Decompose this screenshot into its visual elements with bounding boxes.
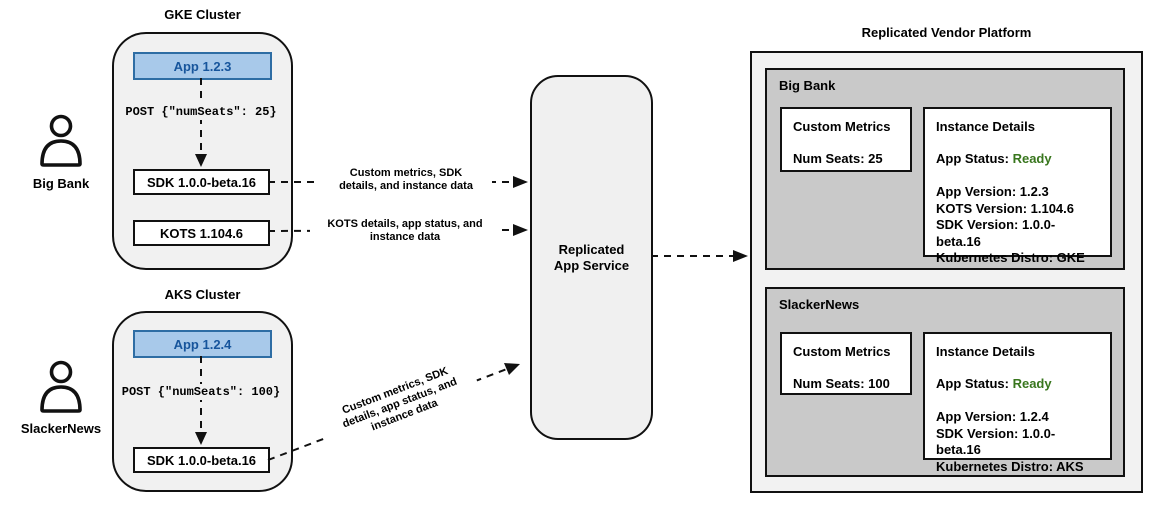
arrow-label-sdk-data: Custom metrics, SDK details, and instanc… <box>320 167 492 193</box>
platform-bigbank-name: Big Bank <box>779 78 836 93</box>
gke-post-label: POST {"numSeats": 25} <box>120 104 282 120</box>
slackernews-app-status: App Status: Ready <box>936 376 1052 391</box>
bigbank-num-seats: Num Seats: 25 <box>793 151 883 166</box>
aks-sdk-box: SDK 1.0.0-beta.16 <box>133 447 270 473</box>
slackernews-person-icon <box>38 360 84 414</box>
slackernews-custom-metrics-card: Custom Metrics Num Seats: 100 <box>780 332 912 395</box>
bigbank-detail-lines: App Version: 1.2.3 KOTS Version: 1.104.6… <box>936 184 1085 265</box>
aks-app-box: App 1.2.4 <box>133 330 272 358</box>
gke-app-box: App 1.2.3 <box>133 52 272 80</box>
arrow-label-kots-data: KOTS details, app status, and instance d… <box>310 218 500 244</box>
aks-cluster-title: AKS Cluster <box>164 287 241 302</box>
status-ready-value: Ready <box>1012 376 1052 391</box>
arrow-service-to-platform <box>651 250 748 262</box>
slackernews-instance-details-card: Instance Details App Status: Ready App V… <box>923 332 1112 474</box>
service-label-line1: Replicated <box>558 241 625 257</box>
big-bank-person-icon <box>38 114 84 168</box>
slackernews-num-seats: Num Seats: 100 <box>793 376 890 391</box>
slackernews-detail-lines: App Version: 1.2.4 SDK Version: 1.0.0-be… <box>936 409 1084 474</box>
big-bank-label: Big Bank <box>32 176 90 191</box>
service-label-line2: App Service <box>553 257 630 273</box>
arrow-gke-app-to-sdk <box>195 78 207 167</box>
gke-kots-box: KOTS 1.104.6 <box>133 220 270 246</box>
bigbank-instance-details-card: Instance Details App Status: Ready App V… <box>923 107 1112 265</box>
bigbank-app-status: App Status: Ready <box>936 151 1052 166</box>
aks-post-label: POST {"numSeats": 100} <box>116 384 286 400</box>
replicated-app-service-box: Replicated App Service <box>530 75 653 440</box>
platform-slackernews-name: SlackerNews <box>779 297 860 312</box>
gke-cluster-title: GKE Cluster <box>164 7 241 22</box>
status-ready-value: Ready <box>1012 151 1052 166</box>
slackernews-label: SlackerNews <box>20 421 102 436</box>
platform-title: Replicated Vendor Platform <box>861 25 1032 40</box>
gke-sdk-box: SDK 1.0.0-beta.16 <box>133 169 270 195</box>
arrow-aks-app-to-sdk <box>195 356 207 445</box>
bigbank-custom-metrics-card: Custom Metrics Num Seats: 25 <box>780 107 912 172</box>
